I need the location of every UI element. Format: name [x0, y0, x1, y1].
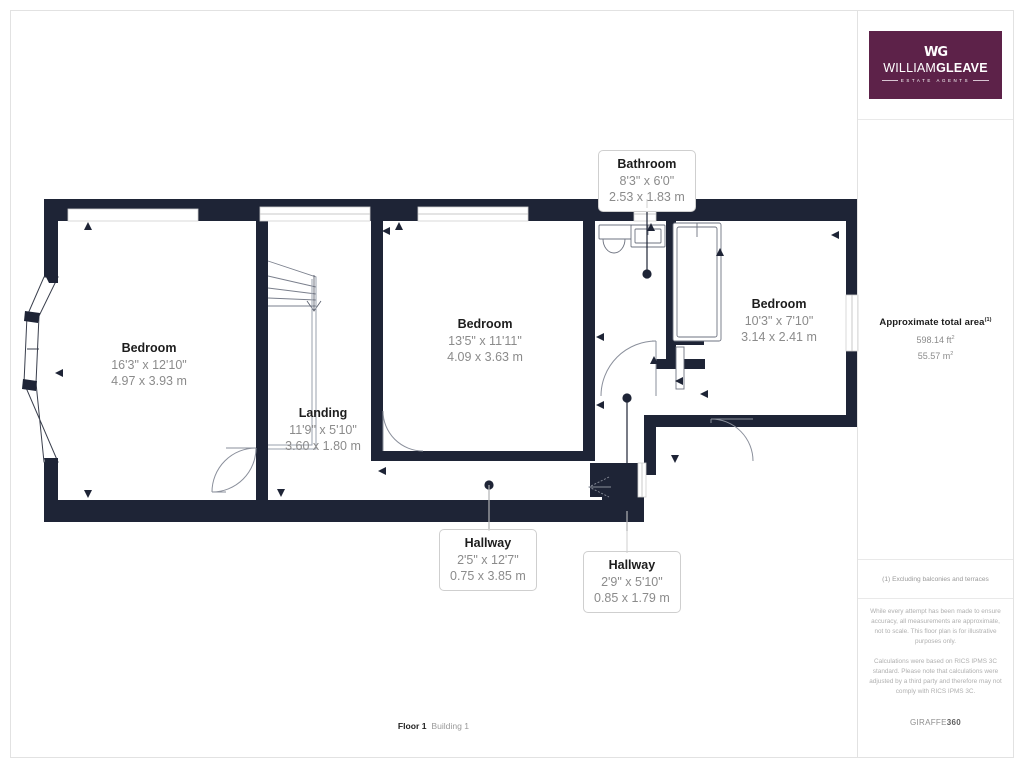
- disclaimer-block: While every attempt has been made to ens…: [868, 607, 1003, 707]
- room-name: Bedroom: [121, 341, 177, 355]
- doors-layer: [211, 340, 754, 498]
- room-dims-metric: 3.60 x 1.80 m: [285, 439, 361, 453]
- total-area-imperial-unit-sup: 2: [951, 334, 955, 341]
- logo-monogram-icon: WG: [923, 45, 948, 60]
- dimension-ticks: [55, 222, 839, 498]
- total-area-metric-unit-sup: 2: [950, 350, 954, 357]
- room-name: Bedroom: [751, 297, 807, 311]
- room-label-bedroom-left: Bedroom 16'3" x 12'10" 4.97 x 3.93 m: [73, 339, 225, 389]
- bathroom-fixtures: [598, 222, 722, 390]
- room-dims-metric: 0.75 x 3.85 m: [450, 569, 526, 583]
- total-area-footnote-marker: (1): [984, 317, 992, 324]
- walls-layer: [22, 199, 858, 522]
- room-dims-imperial: 13'5" x 11'11": [448, 334, 522, 348]
- logo-name-second: GLEAVE: [936, 61, 988, 75]
- room-name: Hallway: [464, 536, 512, 550]
- staircase: [267, 260, 322, 450]
- logo-tagline: ESTATE AGENTS: [881, 78, 990, 83]
- floor-number: Floor 1: [397, 721, 427, 731]
- room-name: Bathroom: [617, 157, 677, 171]
- page-frame: Bedroom 16'3" x 12'10" 4.97 x 3.93 m Bed…: [10, 10, 1014, 758]
- room-label-landing: Landing 11'9" x 5'10" 3.60 x 1.80 m: [249, 404, 397, 454]
- total-area-metric-value: 55.57 m: [917, 350, 951, 361]
- room-label-hallway-2: Hallway 2'9" x 5'10" 0.85 x 1.79 m: [583, 551, 681, 613]
- total-area-imperial: 598.14 ft2: [916, 335, 954, 345]
- room-dims-imperial: 2'9" x 5'10": [601, 575, 663, 589]
- room-label-bathroom: Bathroom 8'3" x 6'0" 2.53 x 1.83 m: [598, 150, 696, 212]
- floorplan-drawing: Bedroom 16'3" x 12'10" 4.97 x 3.93 m Bed…: [11, 11, 859, 757]
- brand-suffix: 360: [946, 718, 962, 727]
- room-label-bedroom-right: Bedroom 10'3" x 7'10" 3.14 x 2.41 m: [703, 295, 855, 345]
- footnote-text: (1) Excluding balconies and terraces: [882, 575, 989, 583]
- logo-cell: WG WILLIAMGLEAVE ESTATE AGENTS: [858, 11, 1013, 120]
- total-area-metric: 55.57 m2: [918, 351, 954, 361]
- room-dims-imperial: 8'3" x 6'0": [619, 174, 675, 188]
- logo-rule-right: [973, 80, 990, 81]
- room-label-bedroom-middle: Bedroom 13'5" x 11'11" 4.09 x 3.63 m: [409, 315, 561, 365]
- room-dims-metric: 3.14 x 2.41 m: [741, 330, 817, 344]
- disclaimer-rics: Calculations were based on RICS IPMS 3C …: [869, 658, 1002, 695]
- logo-tagline-text: ESTATE AGENTS: [900, 78, 971, 83]
- room-dims-imperial: 16'3" x 12'10": [111, 358, 187, 372]
- total-area-title-text: Approximate total area: [879, 317, 985, 329]
- logo-wordmark: WILLIAMGLEAVE: [883, 61, 987, 75]
- sidebar: WG WILLIAMGLEAVE ESTATE AGENTS Approxima…: [857, 11, 1013, 757]
- fixture-markers: [484, 211, 652, 531]
- room-dims-metric: 2.53 x 1.83 m: [609, 190, 685, 204]
- room-dims-metric: 4.97 x 3.93 m: [111, 374, 187, 388]
- giraffe360-brand: GIRAFFE360: [858, 718, 1013, 727]
- total-area-title: Approximate total area(1): [879, 317, 991, 328]
- bay-window: [22, 273, 59, 468]
- logo-rule-left: [881, 80, 898, 81]
- total-area-imperial-value: 598.14 ft: [916, 334, 952, 345]
- total-area-block: Approximate total area(1) 598.14 ft2 55.…: [858, 119, 1013, 559]
- room-dims-imperial: 11'9" x 5'10": [289, 423, 357, 437]
- floorplan-svg: [22, 199, 859, 531]
- company-logo: WG WILLIAMGLEAVE ESTATE AGENTS: [869, 31, 1002, 99]
- room-dims-metric: 0.85 x 1.79 m: [594, 591, 670, 605]
- brand-prefix: GIRAFFE: [909, 718, 947, 727]
- windows-layer: [67, 206, 859, 498]
- room-dims-imperial: 10'3" x 7'10": [744, 314, 814, 328]
- floor-caption: Floor 1 Building 1: [11, 721, 856, 731]
- room-label-hallway-1: Hallway 2'5" x 12'7" 0.75 x 3.85 m: [439, 529, 537, 591]
- room-name: Bedroom: [457, 317, 513, 331]
- room-dims-imperial: 2'5" x 12'7": [457, 553, 519, 567]
- footnote-row: (1) Excluding balconies and terraces: [858, 559, 1013, 599]
- logo-name-first: WILLIAM: [883, 61, 937, 75]
- disclaimer-accuracy: While every attempt has been made to ens…: [870, 608, 1001, 645]
- room-name: Landing: [298, 406, 348, 420]
- room-dims-metric: 4.09 x 3.63 m: [447, 350, 523, 364]
- room-name: Hallway: [608, 558, 656, 572]
- building-number: Building 1: [431, 721, 470, 731]
